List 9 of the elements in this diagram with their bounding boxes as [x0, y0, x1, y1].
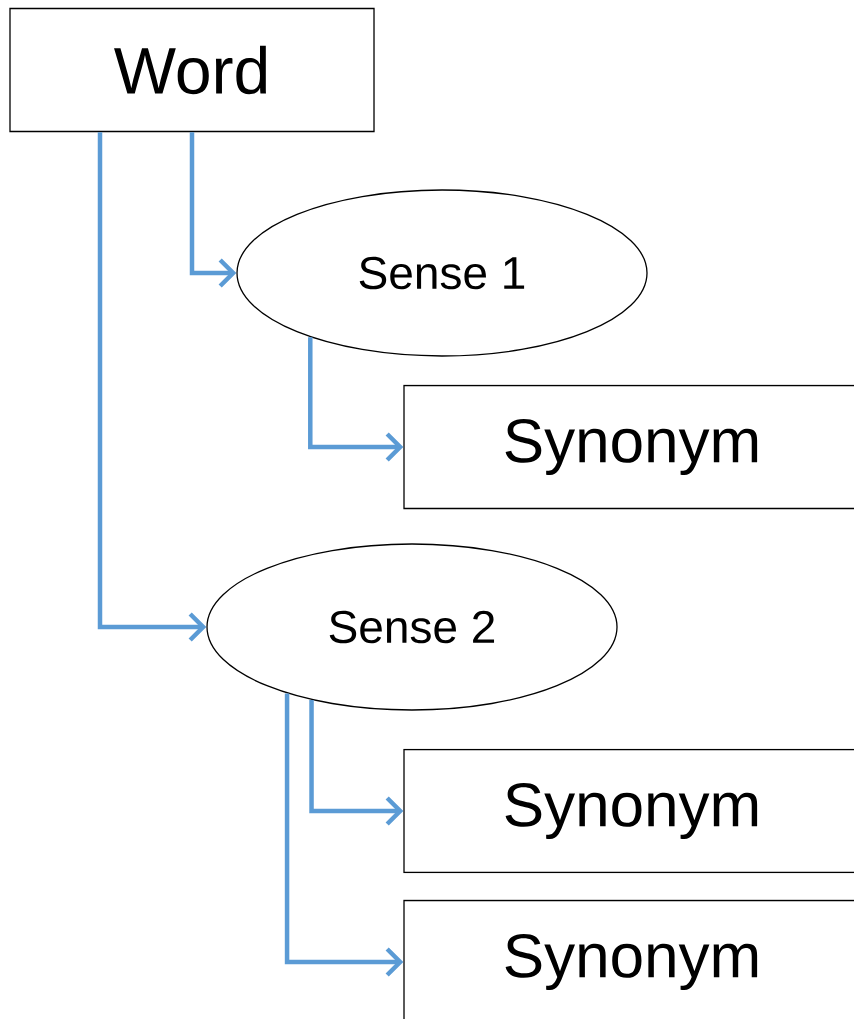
arrow [189, 132, 237, 288]
arrow [309, 700, 404, 826]
synonym-box: Synonym [403, 748, 854, 874]
synonym-box: Synonym [403, 384, 854, 510]
word-box: Word [9, 7, 375, 133]
synonym-box: Synonym [403, 899, 854, 1019]
arrow [284, 693, 404, 977]
arrow [308, 337, 404, 462]
arrow [97, 132, 207, 642]
